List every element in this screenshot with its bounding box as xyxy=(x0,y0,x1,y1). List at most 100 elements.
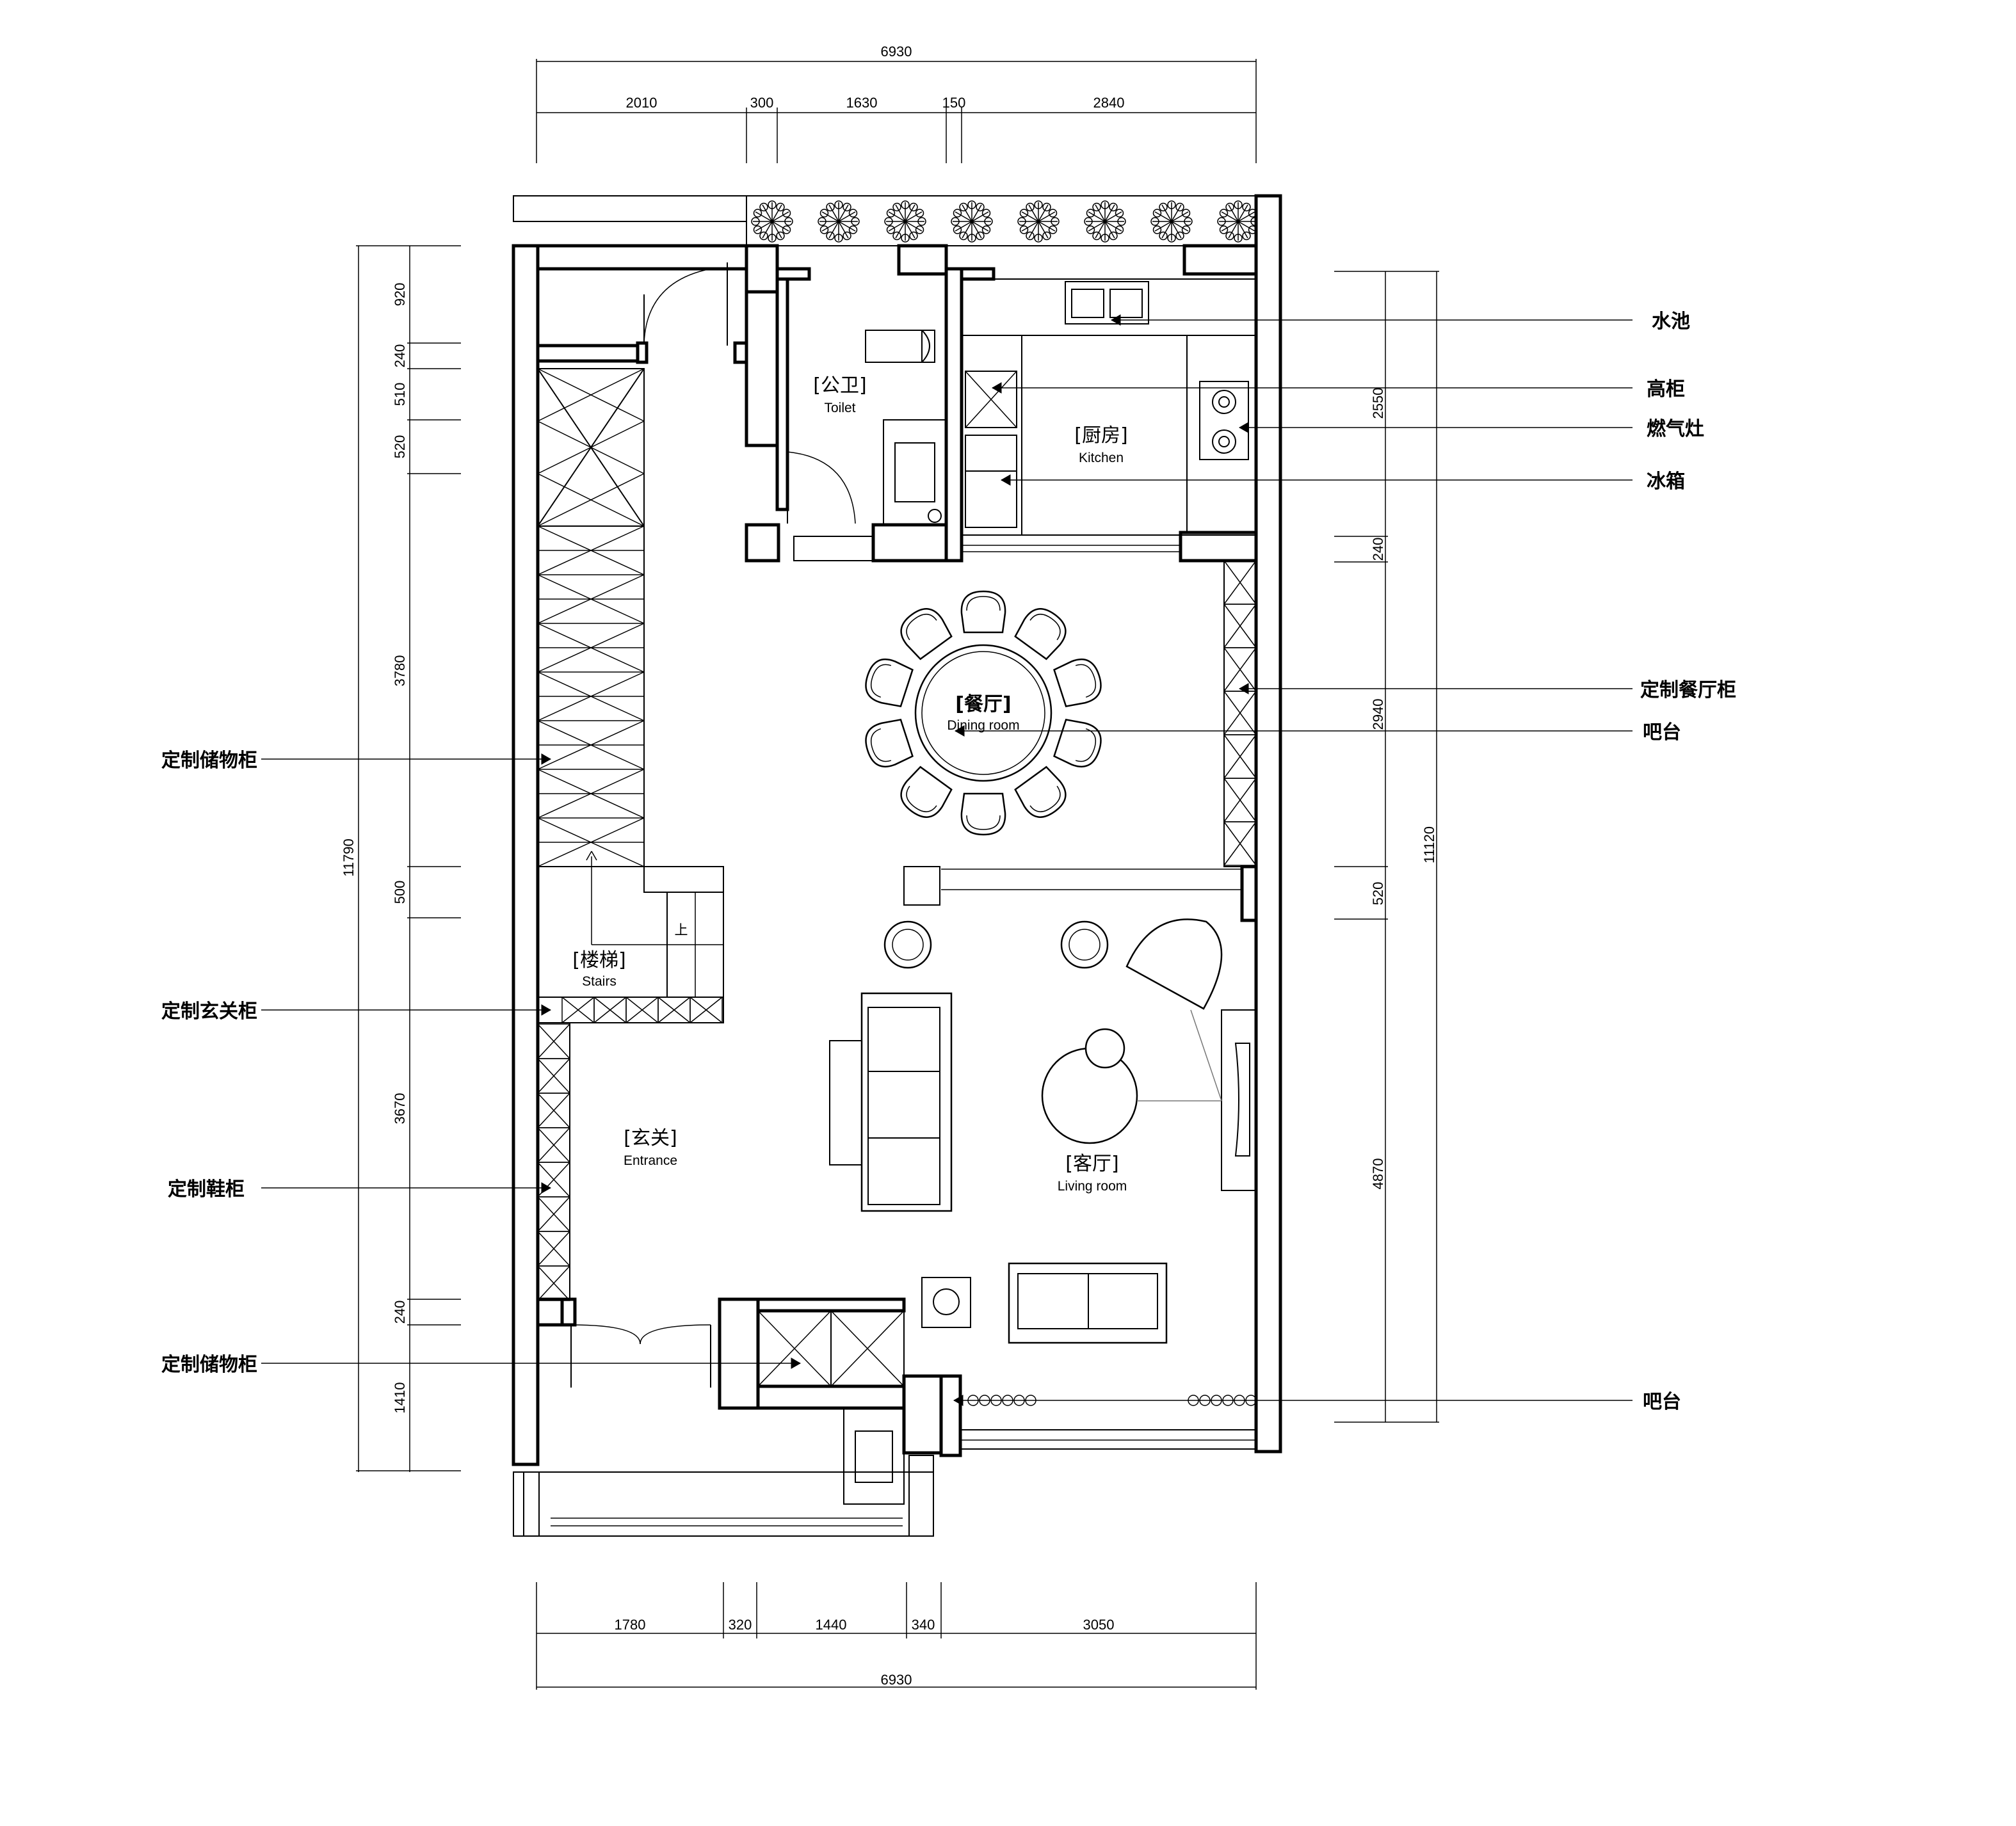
annotation-bar-counter: 吧台 xyxy=(1643,721,1681,744)
bottom-dim-1: 1780 xyxy=(615,1617,646,1633)
left-total-dim: 11790 xyxy=(341,838,357,877)
plant-icon xyxy=(1150,200,1193,243)
bottom-dimensions: 1780 320 1440 340 3050 6930 xyxy=(536,1582,1257,1690)
arrow-icon xyxy=(954,725,965,737)
plant-icon xyxy=(1017,200,1060,243)
shoe-cabinet xyxy=(537,1022,570,1301)
annotation-dining-cabinet: 定制餐厅柜 xyxy=(1640,679,1736,701)
bottom-dim-5: 3050 xyxy=(1083,1617,1115,1633)
arrow-icon xyxy=(791,1357,802,1369)
dining-chair xyxy=(900,608,953,661)
annotation-bar-counter-2: 吧台 xyxy=(1643,1391,1681,1413)
arrow-icon xyxy=(1110,314,1121,326)
kitchen-fixtures xyxy=(961,278,1257,552)
right-total-dim: 11120 xyxy=(1421,826,1437,863)
toilet-label-en: Toilet xyxy=(824,401,855,415)
arrow-icon xyxy=(541,753,552,765)
dining-chair xyxy=(900,765,953,818)
right-dim-5: 4870 xyxy=(1370,1158,1386,1190)
left-dim-5: 3780 xyxy=(392,655,408,687)
left-dim-1: 920 xyxy=(392,283,408,307)
bottom-total-dim: 6930 xyxy=(881,1672,912,1688)
top-dimensions: 6930 2010 300 1630 150 2840 xyxy=(536,44,1257,163)
bottom-dim-4: 340 xyxy=(912,1617,935,1633)
right-dim-2: 240 xyxy=(1370,538,1386,561)
dining-chair xyxy=(960,590,1006,634)
annotation-storage-cabinet-2: 定制储物柜 xyxy=(161,1354,257,1376)
left-dim-8: 240 xyxy=(392,1301,408,1324)
kitchen-label-en: Kitchen xyxy=(1079,451,1124,465)
left-dim-4: 520 xyxy=(392,435,408,459)
annotation-tall-cabinet: 高柜 xyxy=(1647,378,1685,401)
left-dim-9: 1410 xyxy=(392,1382,408,1414)
entrance-label-en: Entrance xyxy=(624,1153,677,1168)
right-dimensions: 11120 2550 240 2940 520 4870 xyxy=(1334,271,1439,1423)
storage-cabinet-tall xyxy=(537,368,645,867)
dining-chair xyxy=(1014,608,1067,661)
walls xyxy=(512,194,1282,1537)
annotation-fridge: 冰箱 xyxy=(1647,470,1685,493)
left-dim-3: 510 xyxy=(392,383,408,406)
left-dim-7: 3670 xyxy=(392,1093,408,1125)
arrow-icon xyxy=(1238,683,1249,694)
planter-strip xyxy=(513,195,1281,246)
stair-treads xyxy=(537,368,724,998)
plant-icon xyxy=(1217,200,1259,243)
annotation-shoe-cabinet: 定制鞋柜 xyxy=(168,1178,245,1201)
living-label-en: Living room xyxy=(1058,1179,1127,1194)
dining-table xyxy=(865,590,1102,836)
plant-icon xyxy=(884,200,926,243)
dining-cabinet xyxy=(1223,560,1257,867)
toilet-label: [公卫] xyxy=(813,374,866,397)
top-dim-4: 150 xyxy=(942,95,966,111)
arrow-icon xyxy=(991,382,1002,394)
living-furniture xyxy=(829,866,1257,1406)
stairs-up-label: 上 xyxy=(675,923,688,938)
arrow-icon xyxy=(953,1395,964,1406)
right-dim-1: 2550 xyxy=(1370,388,1386,419)
annotation-storage-cabinet: 定制储物柜 xyxy=(161,749,257,772)
annotation-entrance-cabinet: 定制玄关柜 xyxy=(161,1000,257,1023)
arrow-icon xyxy=(541,1004,552,1016)
arrow-icon xyxy=(1238,422,1249,433)
stairs-label-en: Stairs xyxy=(582,974,617,989)
dining-chair xyxy=(1053,718,1102,768)
annotations-left: 定制储物柜 定制玄关柜 定制鞋柜 定制储物柜 xyxy=(161,749,802,1376)
plant-icon xyxy=(751,200,793,243)
top-dim-5: 2840 xyxy=(1093,95,1125,111)
dining-chair xyxy=(1053,658,1102,708)
top-dim-1: 2010 xyxy=(626,95,657,111)
dining-label: [餐厅] xyxy=(955,693,1011,716)
stairs-label: [楼梯] xyxy=(572,949,625,972)
top-total-dim: 6930 xyxy=(881,44,912,60)
annotation-sink: 水池 xyxy=(1652,310,1690,333)
toilet-fixtures xyxy=(787,330,947,561)
left-dimensions: 11790 920 240 510 520 3780 500 3670 240 … xyxy=(341,245,461,1472)
bottom-dim-3: 1440 xyxy=(816,1617,847,1633)
entrance-label: [玄关] xyxy=(624,1127,677,1149)
annotation-gas-stove: 燃气灶 xyxy=(1647,418,1704,440)
balcony-sink xyxy=(843,1407,905,1505)
plant-icon xyxy=(1084,200,1126,243)
right-dim-4: 520 xyxy=(1370,882,1386,906)
arrow-icon xyxy=(1000,474,1011,486)
entrance-cabinet xyxy=(537,997,724,1023)
bottom-dim-2: 320 xyxy=(729,1617,752,1633)
plant-icon xyxy=(951,200,993,243)
dining-label-en: Dining room xyxy=(947,718,1019,733)
right-dim-3: 2940 xyxy=(1370,699,1386,730)
left-dim-2: 240 xyxy=(392,344,408,368)
dining-chair xyxy=(1014,765,1067,818)
kitchen-label: [厨房] xyxy=(1074,424,1127,447)
dining-chair xyxy=(865,658,914,708)
dining-chair xyxy=(960,792,1006,836)
living-label: [客厅] xyxy=(1065,1153,1118,1175)
annotations-right: 水池 高柜 燃气灶 冰箱 定制餐厅柜 吧台 吧台 xyxy=(953,310,1736,1413)
room-labels: [公卫] Toilet [厨房] Kitchen [餐厅] Dining roo… xyxy=(572,374,1127,1194)
left-dim-6: 500 xyxy=(392,881,408,904)
dining-chair xyxy=(865,718,914,768)
top-dim-2: 300 xyxy=(750,95,774,111)
storage-cabinet-bottom xyxy=(757,1310,905,1387)
arrow-icon xyxy=(541,1182,552,1194)
